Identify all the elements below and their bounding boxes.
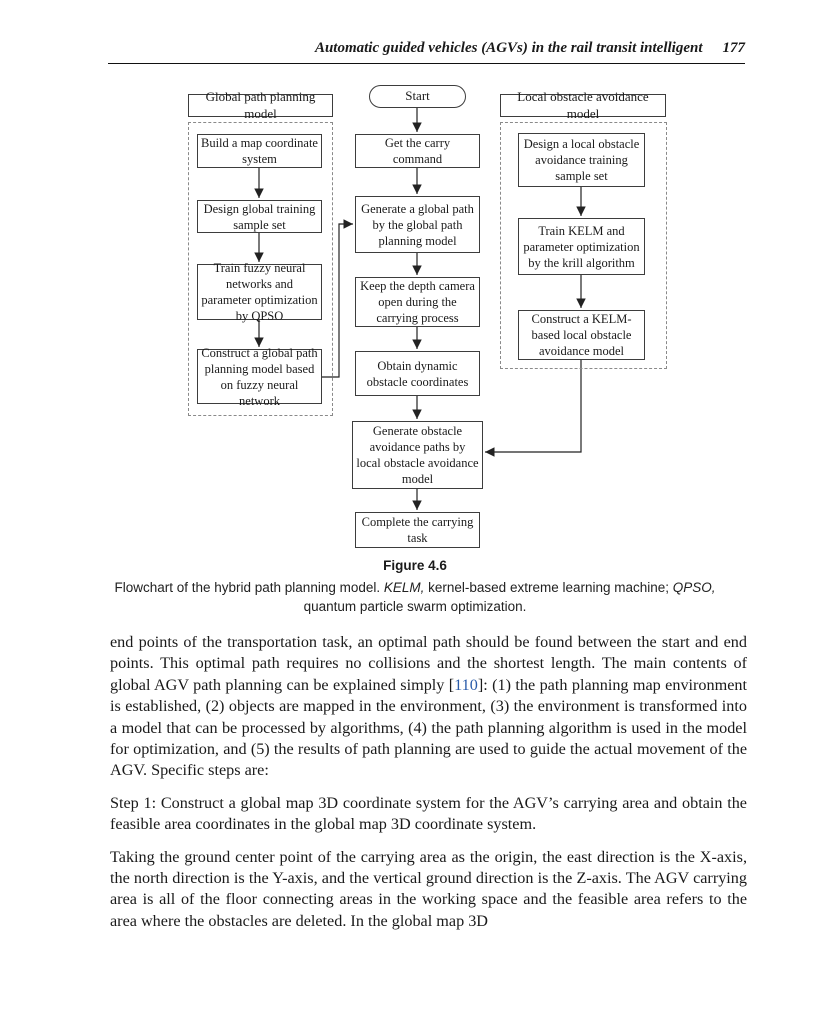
flowchart-box-generate-avoidance-paths: Generate obstacle avoidance paths by loc… (352, 421, 483, 489)
global-model-title: Global path planning model (188, 89, 333, 121)
flowchart-box-construct-global-model: Construct a global path planning model b… (197, 346, 322, 408)
paragraph-2: Step 1: Construct a global map 3D coordi… (110, 793, 747, 834)
flowchart-box-complete-task: Complete the carrying task (355, 512, 480, 548)
page-number: 177 (722, 40, 746, 56)
flowchart-box-design-global-training: Design global training sample set (197, 200, 322, 233)
flowchart-box-generate-global-path: Generate a global path by the global pat… (355, 196, 480, 253)
caption-kelm: KELM, (383, 580, 425, 595)
paragraph-1-text-after: ]: (1) the path planning map environment… (110, 675, 747, 780)
flowchart-start-node: Start (369, 85, 466, 108)
caption-qpso: QPSO, (672, 580, 716, 595)
flowchart-box-train-fuzzy: Train fuzzy neural networks and paramete… (197, 261, 322, 323)
figure-caption: Flowchart of the hybrid path planning mo… (105, 578, 725, 616)
figure-label: Figure 4.6 (383, 558, 447, 573)
paragraph-1: end points of the transportation task, a… (110, 632, 747, 782)
running-head-title: Automatic guided vehicles (AGVs) in the … (314, 40, 703, 56)
flowchart-box-train-kelm: Train KELM and parameter optimization by… (518, 218, 645, 275)
caption-text-3: quantum particle swarm optimization. (303, 599, 527, 614)
flowchart-box-design-local-sample: Design a local obstacle avoidance traini… (518, 133, 645, 187)
paragraph-1-text-before: end points of the transportation task, a… (110, 633, 747, 694)
flowchart-box-get-command: Get the carry command (355, 134, 480, 168)
paragraph-3: Taking the ground center point of the ca… (110, 847, 747, 930)
flowchart-figure: Global path planning model Build a map c… (188, 85, 667, 548)
flowchart-box-depth-camera: Keep the depth camera open during the ca… (355, 277, 480, 327)
flowchart-box-construct-kelm-model: Construct a KELM-based local obstacle av… (518, 310, 645, 360)
caption-text-2: kernel-based extreme learning machine; (424, 580, 673, 595)
reference-link-110[interactable]: 110 (454, 675, 478, 694)
global-model-group (188, 122, 333, 416)
running-head: Automatic guided vehicles (AGVs) in the … (108, 40, 745, 57)
caption-text-1: Flowchart of the hybrid path planning mo… (114, 580, 384, 595)
body-text: end points of the transportation task, a… (110, 632, 747, 943)
flowchart-box-build-map: Build a map coordinate system (197, 134, 322, 168)
local-model-group (500, 122, 667, 369)
flowchart-box-obtain-obstacles: Obtain dynamic obstacle coordinates (355, 351, 480, 396)
local-model-title: Local obstacle avoidance model (500, 89, 666, 121)
header-rule (108, 63, 745, 64)
